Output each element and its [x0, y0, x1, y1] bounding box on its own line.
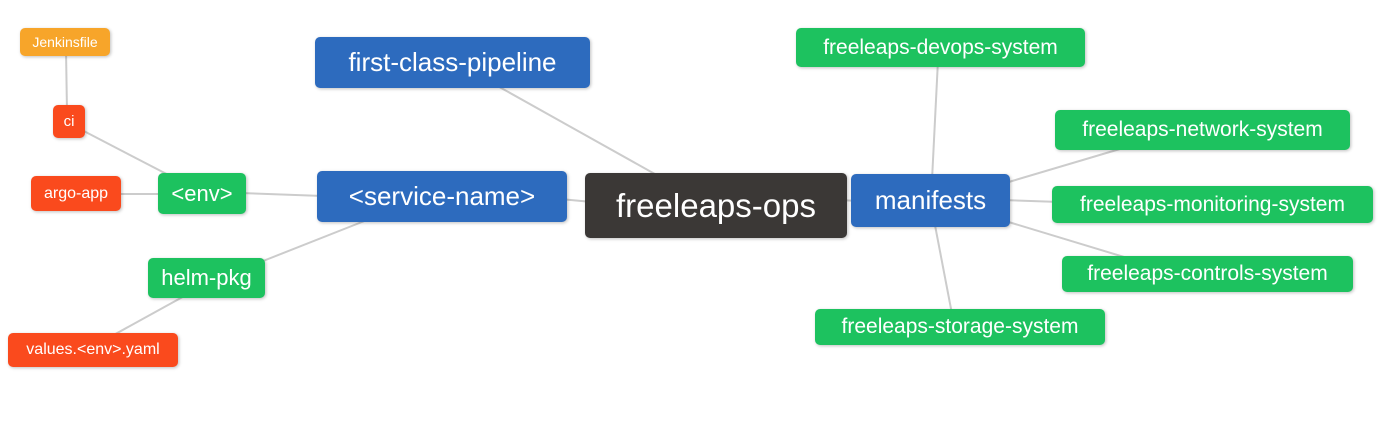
- edge-env-servicename: [239, 192, 324, 197]
- node-jenkinsfile[interactable]: Jenkinsfile: [20, 28, 110, 56]
- node-env[interactable]: <env>: [158, 173, 246, 214]
- edge-manifests-network: [1001, 145, 1131, 185]
- node-freeleaps-ops-root[interactable]: freeleaps-ops: [585, 173, 847, 238]
- node-freeleaps-devops-system[interactable]: freeleaps-devops-system: [796, 28, 1085, 67]
- edge-manifests-devops: [931, 59, 939, 181]
- edge-jenkinsfile-ci: [65, 49, 68, 113]
- edge-fcp-freeleapsops: [493, 83, 663, 179]
- node-first-class-pipeline[interactable]: first-class-pipeline: [315, 37, 590, 88]
- node-freeleaps-monitoring-system[interactable]: freeleaps-monitoring-system: [1052, 186, 1373, 223]
- node-freeleaps-network-system[interactable]: freeleaps-network-system: [1055, 110, 1350, 150]
- node-manifests[interactable]: manifests: [851, 174, 1010, 227]
- node-values-env-yaml[interactable]: values.<env>.yaml: [8, 333, 178, 367]
- edge-helmpkg-servicename: [257, 217, 373, 264]
- node-helm-pkg[interactable]: helm-pkg: [148, 258, 265, 298]
- edge-values-helmpkg: [109, 293, 189, 338]
- node-freeleaps-storage-system[interactable]: freeleaps-storage-system: [815, 309, 1105, 345]
- edge-manifests-storage: [933, 219, 953, 315]
- node-service-name[interactable]: <service-name>: [317, 171, 567, 222]
- node-ci[interactable]: ci: [53, 105, 85, 138]
- node-argo-app[interactable]: argo-app: [31, 176, 121, 211]
- edge-manifests-monitoring: [1001, 199, 1061, 203]
- edge-manifests-controls: [1001, 219, 1135, 261]
- node-freeleaps-controls-system[interactable]: freeleaps-controls-system: [1062, 256, 1353, 292]
